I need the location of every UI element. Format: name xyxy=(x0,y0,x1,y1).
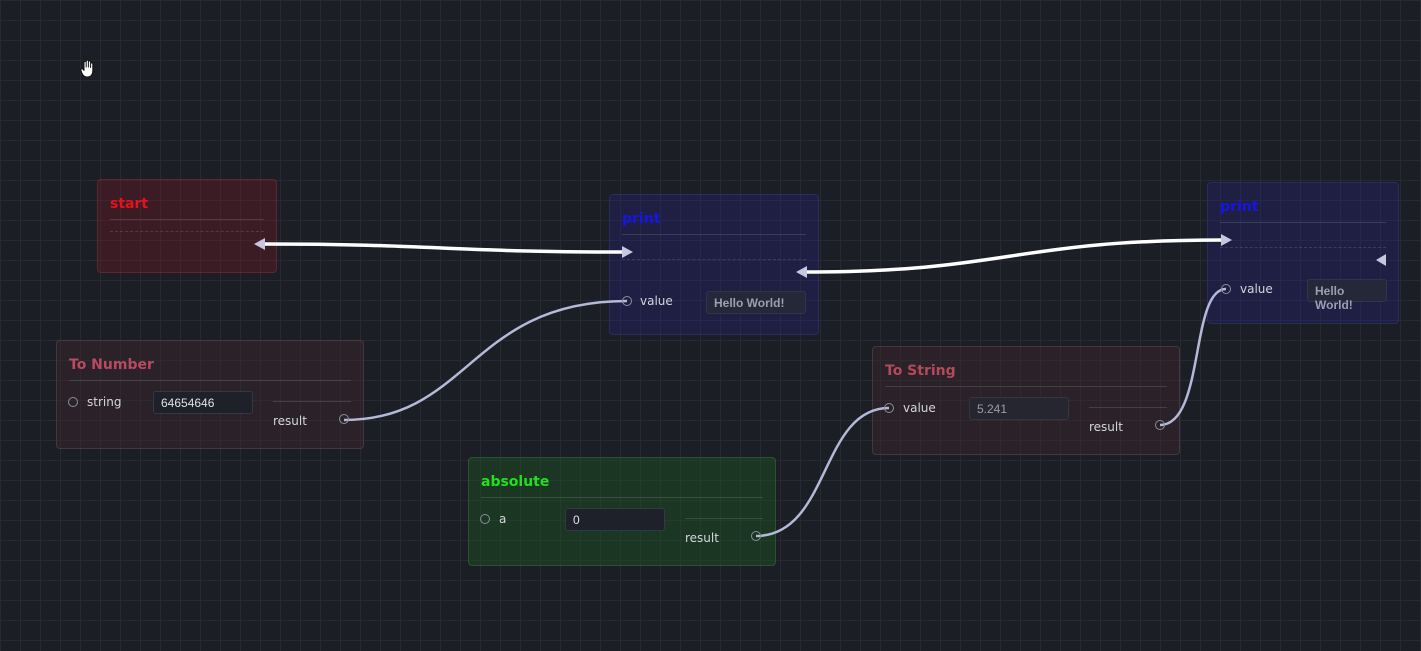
node-title-start: start xyxy=(110,196,149,212)
string-input[interactable]: 64654646 xyxy=(153,391,253,414)
exec-divider xyxy=(1220,247,1386,248)
node-to-string[interactable]: To String value 5.241 result xyxy=(872,346,1180,455)
node-title-to-string: To String xyxy=(885,363,956,379)
node-to-number[interactable]: To Number string 64654646 result xyxy=(56,340,364,449)
port-label-a: a xyxy=(499,512,507,526)
node-print-2[interactable]: print value Hello World! xyxy=(1207,182,1399,324)
title-divider xyxy=(481,497,763,498)
port-absolute-a-in[interactable] xyxy=(480,514,490,524)
port-print-value-in[interactable] xyxy=(622,296,632,306)
output-divider xyxy=(1089,407,1167,408)
port-label-result: result xyxy=(685,531,719,545)
node-start[interactable]: start xyxy=(97,179,277,273)
port-label-value: value xyxy=(640,294,673,308)
value-input[interactable]: Hello World! xyxy=(1307,279,1387,312)
port-absolute-result-out[interactable] xyxy=(751,531,761,541)
title-divider xyxy=(69,380,351,381)
node-title-print: print xyxy=(622,211,661,227)
title-divider xyxy=(110,219,264,220)
port-print2-value-in[interactable] xyxy=(1221,284,1231,294)
port-label-result: result xyxy=(1089,420,1123,434)
value-input[interactable]: 5.241 xyxy=(969,397,1069,420)
data-wire-number-print xyxy=(343,299,628,422)
output-divider xyxy=(685,518,763,519)
hand-cursor-icon xyxy=(79,59,97,79)
port-label-result: result xyxy=(273,414,307,428)
title-divider xyxy=(1220,222,1386,223)
exec-wire-start-print xyxy=(261,242,627,254)
port-to-number-result-out[interactable] xyxy=(339,414,349,424)
value-input[interactable]: Hello World! xyxy=(706,291,806,314)
node-print[interactable]: print value Hello World! xyxy=(609,194,819,335)
port-label-string: string xyxy=(87,395,122,409)
exec-out-arrow-icon[interactable] xyxy=(1376,254,1386,266)
node-absolute[interactable]: absolute a 0 result xyxy=(468,457,776,566)
exec-divider xyxy=(110,231,264,232)
node-title-print: print xyxy=(1220,199,1259,215)
title-divider xyxy=(622,234,806,235)
node-title-to-number: To Number xyxy=(69,357,154,373)
port-label-value: value xyxy=(903,401,936,415)
port-to-string-result-out[interactable] xyxy=(1155,420,1165,430)
exec-divider xyxy=(622,259,806,260)
port-label-value: value xyxy=(1240,282,1273,296)
exec-wire-print-print xyxy=(803,238,1225,274)
output-divider xyxy=(273,401,351,402)
node-title-absolute: absolute xyxy=(481,474,550,490)
title-divider xyxy=(885,386,1167,387)
port-to-number-string-in[interactable] xyxy=(68,397,78,407)
a-input[interactable]: 0 xyxy=(565,508,665,531)
port-to-string-value-in[interactable] xyxy=(884,403,894,413)
